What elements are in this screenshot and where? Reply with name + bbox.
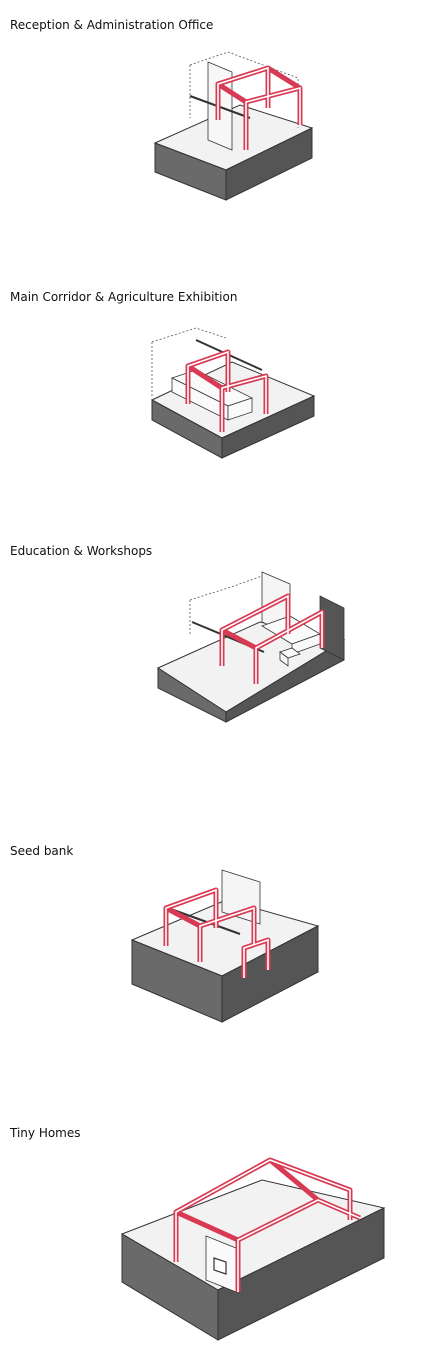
isometric-diagram-reception <box>153 51 314 201</box>
window <box>213 1257 227 1275</box>
section-title: Reception & Administration Office <box>10 18 214 32</box>
slab-side <box>225 127 313 201</box>
section-tiny-homes: Tiny Homes <box>0 1116 435 1350</box>
exhibition-boxes <box>170 369 254 421</box>
slab-side <box>221 395 315 459</box>
isometric-diagram-corridor <box>150 327 316 459</box>
dotted-envelope <box>189 51 299 128</box>
section-title: Education & Workshops <box>10 544 153 558</box>
isometric-diagram-education <box>156 571 346 723</box>
section-title: Tiny Homes <box>10 1126 81 1140</box>
section-title: Main Corridor & Agriculture Exhibition <box>10 290 238 304</box>
dotted-envelope <box>189 575 263 634</box>
section-seed-bank: Seed bank <box>0 836 435 1096</box>
slab-side <box>221 925 319 1023</box>
isometric-diagram-seed-bank <box>130 869 320 1023</box>
section-main-corridor: Main Corridor & Agriculture Exhibition <box>0 280 435 540</box>
section-reception: Reception & Administration Office <box>0 0 435 270</box>
section-title: Seed bank <box>10 844 74 858</box>
isometric-diagram-tiny-homes <box>120 1157 386 1341</box>
section-education: Education & Workshops <box>0 536 435 796</box>
beam <box>167 907 241 935</box>
dotted-envelope <box>151 327 227 398</box>
slab-side <box>217 1207 385 1341</box>
